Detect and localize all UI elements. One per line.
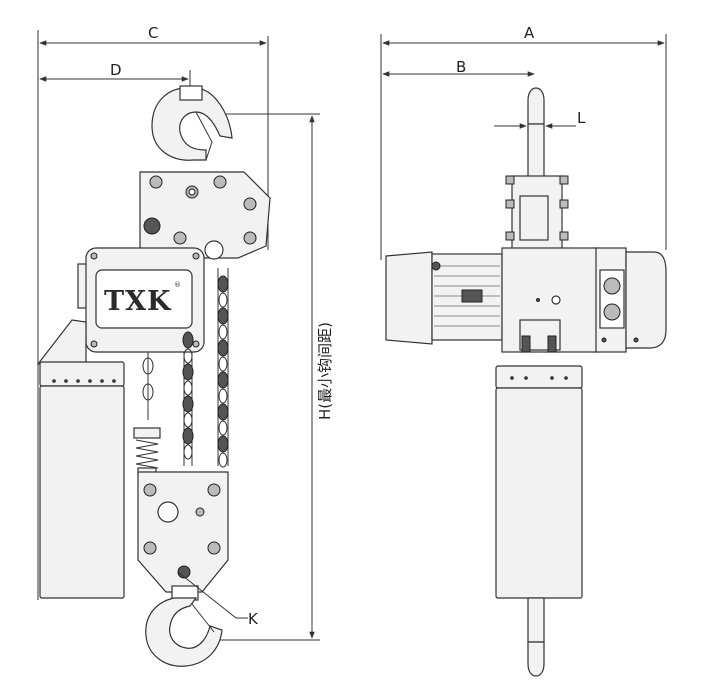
top-hook-side — [527, 87, 545, 181]
side-frame — [505, 175, 569, 251]
dimension-b: B — [382, 58, 535, 77]
brand-name: TXK — [104, 286, 172, 317]
front-view: C D H(最小钩间距) — [36, 24, 334, 667]
dimension-l: L — [494, 109, 586, 129]
dimension-a: A — [380, 24, 667, 260]
dim-c-label: C — [148, 24, 158, 42]
dim-k-label: K — [248, 610, 259, 628]
limit-spring — [133, 427, 161, 477]
load-chains — [142, 268, 229, 468]
dim-l-label: L — [577, 109, 586, 127]
motor-side — [385, 251, 503, 345]
dimension-k: K — [177, 571, 259, 628]
dim-a-label: A — [524, 24, 535, 42]
dim-d-label: D — [110, 61, 122, 79]
dim-h-label: H(最小钩间距) — [316, 322, 334, 420]
motor-cover: TXK ® — [77, 247, 205, 353]
control-box — [595, 247, 667, 353]
lower-hook-block — [137, 471, 229, 593]
dim-b-label: B — [456, 58, 466, 76]
gearbox-side — [501, 247, 599, 353]
side-view: A B L — [380, 24, 667, 677]
chain-bag-front — [36, 319, 125, 599]
top-hook — [151, 85, 233, 161]
chain-bag-side — [495, 365, 583, 599]
upper-housing — [139, 171, 271, 260]
bottom-hook-side — [527, 597, 545, 677]
brand-registered-mark: ® — [174, 281, 181, 289]
dimension-h: H(最小钩间距) — [210, 113, 334, 641]
bottom-hook — [145, 585, 223, 667]
